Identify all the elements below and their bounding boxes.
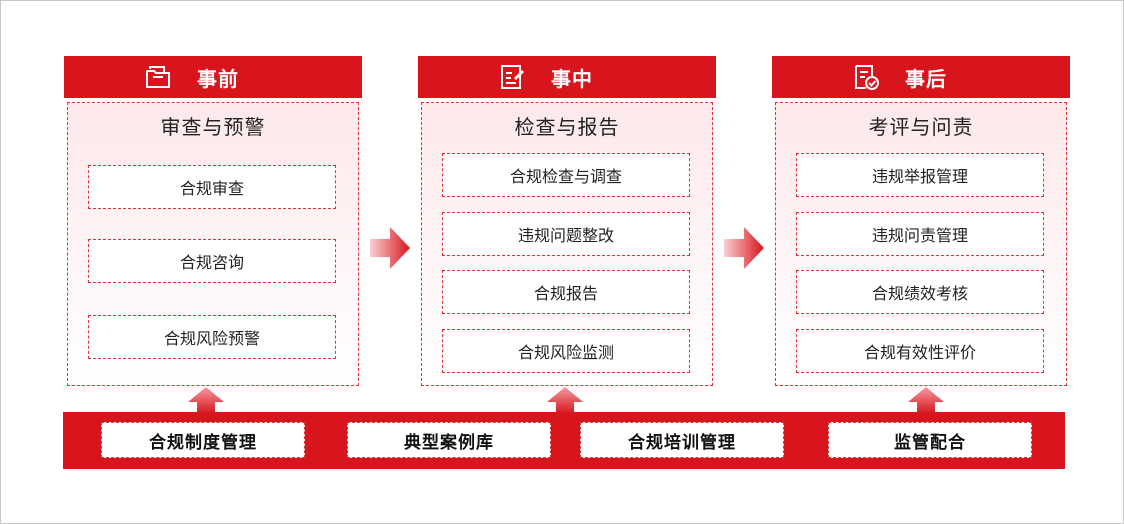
stage-panel: 审查与预警 合规审查 合规咨询 合规风险预警 bbox=[67, 102, 359, 386]
arrow-right-icon bbox=[370, 227, 410, 269]
stage-panel: 检查与报告 合规检查与调查 违规问题整改 合规报告 合规风险监测 bbox=[421, 102, 713, 386]
list-item: 合规审查 bbox=[88, 165, 336, 209]
folder-icon bbox=[146, 66, 170, 88]
list-item: 合规报告 bbox=[442, 270, 690, 314]
arrow-right-icon bbox=[724, 227, 764, 269]
list-item: 合规咨询 bbox=[88, 239, 336, 283]
foundation-item: 监管配合 bbox=[828, 422, 1032, 458]
list-item: 合规风险预警 bbox=[88, 315, 336, 359]
foundation-bar: 合规制度管理 典型案例库 合规培训管理 监管配合 bbox=[63, 412, 1065, 469]
foundation-item: 合规培训管理 bbox=[580, 422, 784, 458]
list-item: 合规绩效考核 bbox=[796, 270, 1044, 314]
arrow-up-icon bbox=[908, 387, 944, 414]
edit-document-icon bbox=[501, 65, 524, 89]
list-item: 违规举报管理 bbox=[796, 153, 1044, 197]
stage-title: 事后 bbox=[905, 66, 947, 91]
stage-header-during: 事中 bbox=[418, 56, 716, 98]
stage-header-after: 事后 bbox=[772, 56, 1070, 98]
panel-title: 考评与问责 bbox=[868, 115, 974, 139]
list-item: 合规风险监测 bbox=[442, 329, 690, 373]
foundation-item: 合规制度管理 bbox=[101, 422, 305, 458]
foundation-item: 典型案例库 bbox=[347, 422, 551, 458]
stage-header-before: 事前 bbox=[64, 56, 362, 98]
stage-panel: 考评与问责 违规举报管理 违规问责管理 合规绩效考核 合规有效性评价 bbox=[775, 102, 1067, 386]
list-item: 违规问题整改 bbox=[442, 212, 690, 256]
arrow-up-icon bbox=[547, 387, 583, 414]
stage-title: 事前 bbox=[197, 66, 239, 91]
list-item: 合规有效性评价 bbox=[796, 329, 1044, 373]
checked-document-icon bbox=[855, 65, 879, 90]
arrow-up-icon bbox=[188, 387, 224, 414]
panel-title: 审查与预警 bbox=[160, 115, 266, 139]
list-item: 违规问责管理 bbox=[796, 212, 1044, 256]
panel-title: 检查与报告 bbox=[514, 115, 620, 139]
stage-title: 事中 bbox=[551, 66, 593, 91]
list-item: 合规检查与调查 bbox=[442, 153, 690, 197]
